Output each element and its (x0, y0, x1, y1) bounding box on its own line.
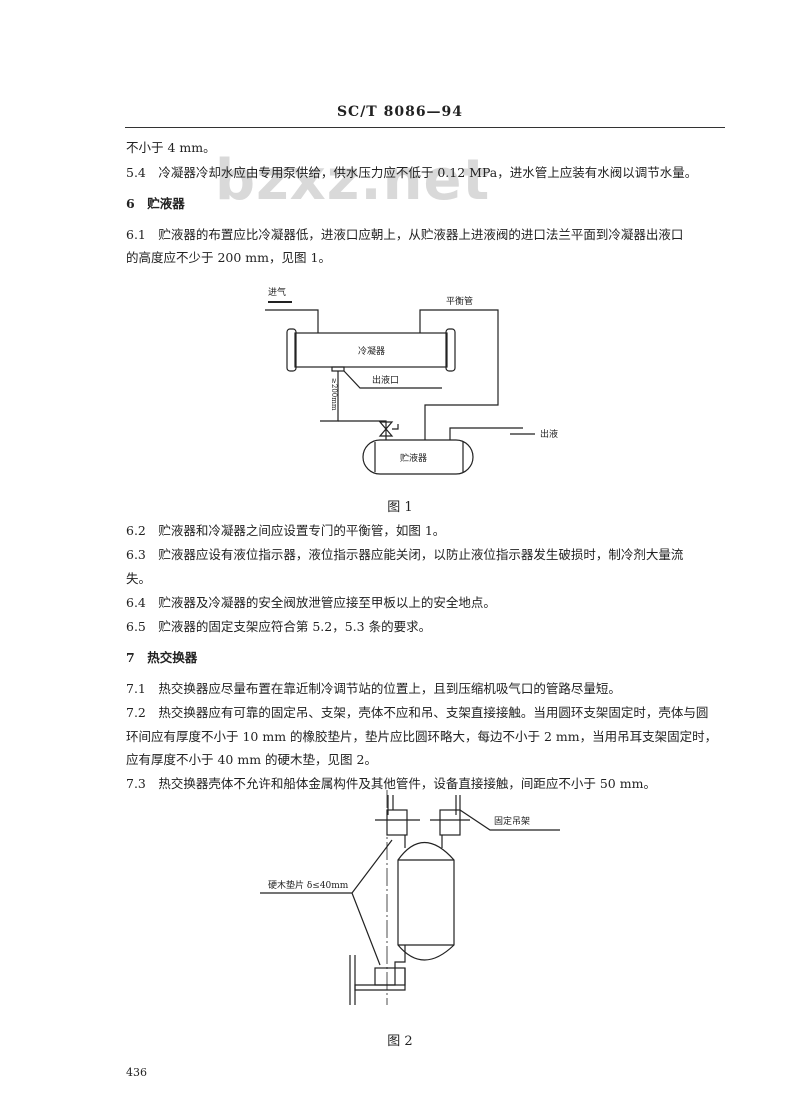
text-line: 不小于 4 mm。 (126, 140, 216, 155)
clause-6-2: 6.2 贮液器和冷凝器之间应设置专门的平衡管，如图 1。 (126, 523, 446, 538)
figure-1-caption: 图 1 (387, 500, 413, 515)
label-fixed-bracket: 固定吊架 (494, 815, 530, 827)
label-outlet-port: 出液口 (372, 374, 399, 386)
clause-7-1: 7.1 热交换器应尽量布置在靠近制冷调节站的位置上，且到压缩机吸气口的管路尽量短… (126, 681, 621, 696)
text-line: 环间应有厚度不小于 10 mm 的橡胶垫片，垫片应比圆环略大，每边不小于 2 m… (126, 729, 718, 744)
label-receiver: 贮液器 (400, 452, 427, 464)
text-line: 失。 (126, 571, 152, 586)
label-hardwood-pad: 硬木垫片 δ≤40mm (268, 879, 349, 891)
watermark: bzxz.net (215, 148, 491, 213)
page-header: SC/T 8086—94 (336, 104, 464, 120)
page-number: 436 (126, 1066, 147, 1079)
clause-6-3: 6.3 贮液器应设有液位指示器，液位指示器应能关闭，以防止液位指示器发生破损时，… (126, 547, 684, 562)
text-line: 的高度应不少于 200 mm，见图 1。 (126, 250, 331, 265)
label-liquid-out: 出液 (540, 428, 558, 440)
clause-7-3: 7.3 热交换器壳体不允许和船体金属构件及其他管件，设备直接接触，间距应不小于 … (126, 776, 656, 791)
label-height: ≥200mm (330, 378, 338, 411)
clause-6-1: 6.1 贮液器的布置应比冷凝器低，进液口应朝上，从贮液器上进液阀的进口法兰平面到… (126, 227, 684, 242)
label-condenser: 冷凝器 (358, 345, 385, 357)
figure-2-caption: 图 2 (387, 1034, 413, 1049)
label-inlet: 进气 (268, 286, 286, 298)
header-rule (125, 127, 725, 128)
figure-1-diagram: 进气 平衡管 冷凝器 出液口 ≥200mm 贮液器 出液 (265, 286, 558, 475)
section-6-heading: 6 贮液器 (126, 196, 185, 211)
clause-6-5: 6.5 贮液器的固定支架应符合第 5.2，5.3 条的要求。 (126, 619, 432, 634)
clause-5-4: 5.4 冷凝器冷却水应由专用泵供给，供水压力应不低于 0.12 MPa，进水管上… (126, 165, 698, 180)
figure-2-diagram: 固定吊架 硬木垫片 δ≤40mm (260, 790, 560, 1005)
clause-7-2: 7.2 热交换器应有可靠的固定吊、支架，壳体不应和吊、支架直接接触。当用圆环支架… (126, 705, 709, 720)
label-balance-pipe: 平衡管 (446, 295, 473, 307)
clause-6-4: 6.4 贮液器及冷凝器的安全阀放泄管应接至甲板以上的安全地点。 (126, 595, 496, 610)
section-7-heading: 7 热交换器 (126, 650, 198, 665)
text-line: 应有厚度不小于 40 mm 的硬木垫，见图 2。 (126, 752, 377, 767)
